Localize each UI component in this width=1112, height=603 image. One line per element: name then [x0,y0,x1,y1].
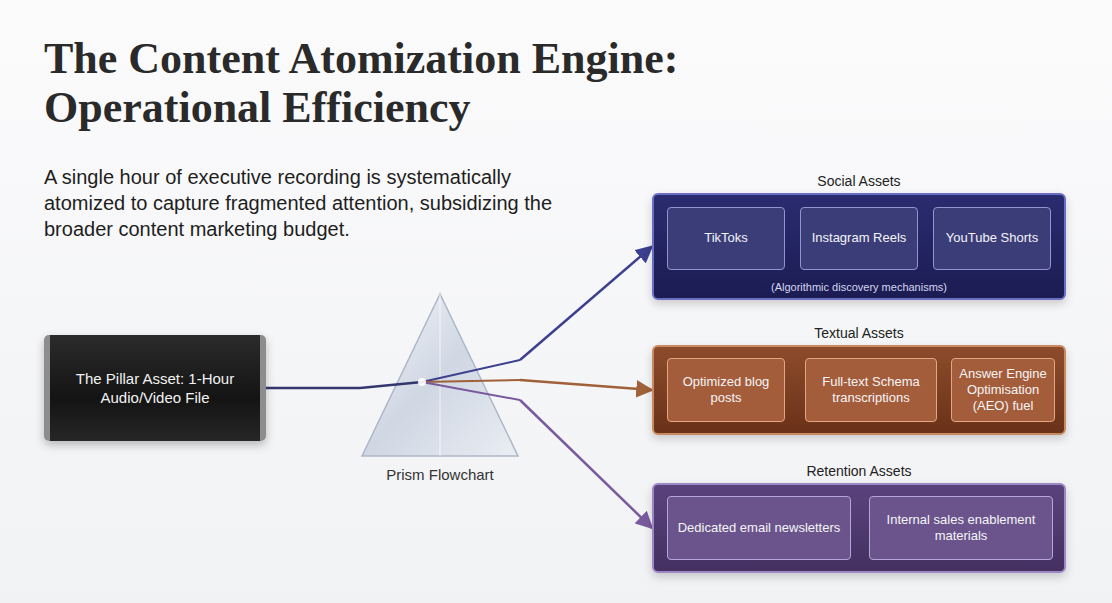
group-note: (Algorithmic discovery mechanisms) [654,281,1064,293]
flow-arrow [266,387,360,390]
flow-arrow [520,400,652,528]
retention-panel: Retention AssetsDedicated email newslett… [652,483,1066,573]
prism-illustration [360,290,520,462]
node-label: Internal sales enablement materials [877,512,1045,545]
node-label: Full-text Schema transcriptions [813,374,929,407]
diagram-caption: A single hour of executive recording is … [44,164,564,242]
prism-shape [362,294,518,456]
light-ray [422,360,520,382]
flow-arrow [520,247,652,361]
asset-box: Dedicated email newsletters [667,496,851,560]
light-ray [422,382,520,400]
group-heading: Retention Assets [654,463,1064,479]
prism-facet [440,294,441,456]
asset-box: Answer Engine Optimisation (AEO) fuel [951,358,1055,422]
pillar-asset-box: The Pillar Asset: 1-Hour Audio/Video Fil… [44,335,266,441]
asset-box: Optimized blog posts [667,358,785,422]
node-label: Dedicated email newsletters [678,520,841,536]
diagram-title: The Content Atomization Engine: Operatio… [44,34,764,133]
flow-arrow [520,380,652,390]
asset-box: Internal sales enablement materials [869,496,1053,560]
asset-box: TikToks [667,207,785,270]
light-beam [360,382,422,388]
node-label: Optimized blog posts [675,374,777,407]
node-label: The Pillar Asset: 1-Hour Audio/Video Fil… [62,369,248,408]
node-label: Prism Flowchart [360,466,520,483]
social-panel: Social Assets(Algorithmic discovery mech… [652,193,1066,300]
node-label: YouTube Shorts [946,230,1038,246]
node-label: TikToks [704,230,748,246]
light-ray [422,380,520,382]
light-glow [418,378,426,386]
asset-box: Instagram Reels [800,207,918,270]
prism-node: Prism Flowchart [360,290,520,490]
group-heading: Social Assets [654,173,1064,189]
asset-box: Full-text Schema transcriptions [805,358,937,422]
asset-box: YouTube Shorts [933,207,1051,270]
textual-panel: Textual AssetsOptimized blog postsFull-t… [652,345,1066,435]
node-label: Answer Engine Optimisation (AEO) fuel [959,366,1047,415]
node-label: Instagram Reels [812,230,907,246]
group-heading: Textual Assets [654,325,1064,341]
